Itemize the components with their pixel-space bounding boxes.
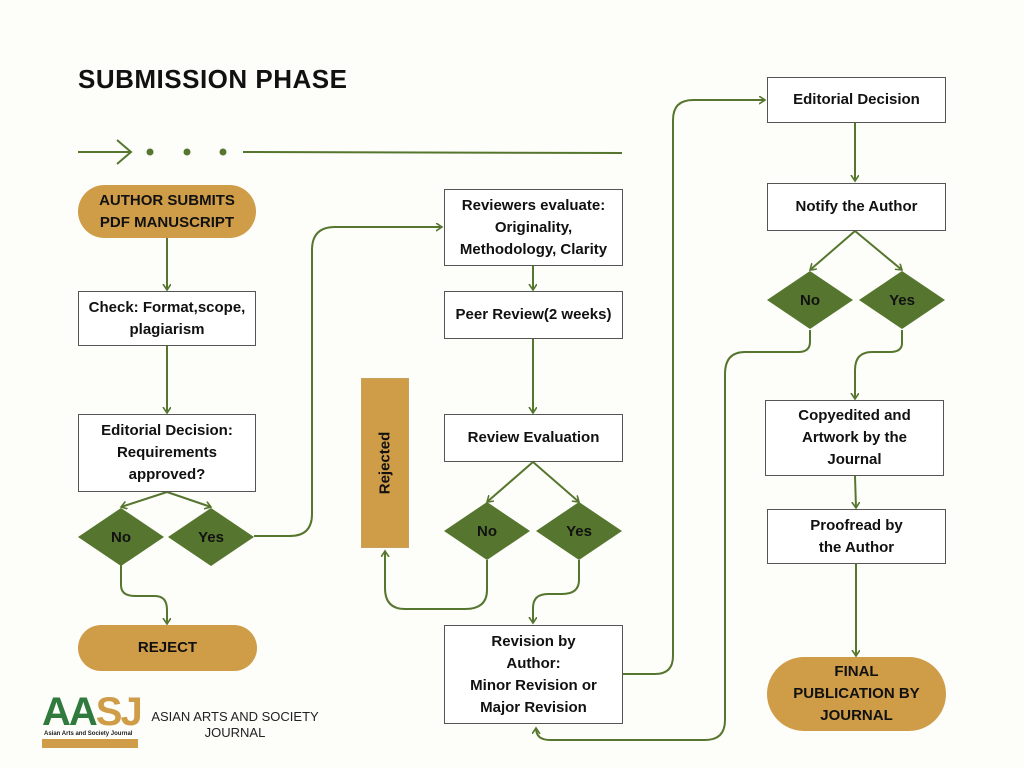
logo-letters-aa: AA xyxy=(42,690,98,734)
evaluation-no-label: No xyxy=(477,522,497,540)
peer-review-node: Peer Review(2 weeks) xyxy=(444,291,623,339)
journal-name: ASIAN ARTS AND SOCIETY JOURNAL xyxy=(151,709,319,740)
logo-subtitle: Asian Arts and Society Journal xyxy=(44,731,133,737)
header-dot xyxy=(219,148,227,156)
header-dot xyxy=(183,148,191,156)
rejected-node: Rejected xyxy=(361,378,409,548)
connector-notify-yes xyxy=(854,230,902,270)
rejected-label: Rejected xyxy=(376,431,394,495)
connector-evaluation-no xyxy=(487,461,534,502)
logo-letters-sj: SJ xyxy=(95,690,143,734)
revision-by-author-node: Revision by Author: Minor Revision or Ma… xyxy=(444,625,623,724)
logo-band xyxy=(42,739,138,748)
final-publication-node: FINAL PUBLICATION BY JOURNAL xyxy=(767,657,946,731)
decision-diamond-no-1 xyxy=(78,508,164,566)
connector-no-revision xyxy=(536,330,811,741)
reject-node: REJECT xyxy=(78,625,257,671)
reviewers-evaluate-node: Reviewers evaluate: Originality, Methodo… xyxy=(444,189,623,266)
evaluation-yes-label: Yes xyxy=(566,522,592,540)
connector-notify-no xyxy=(810,230,856,270)
journal-logo: AASJ Asian Arts and Society Journal xyxy=(42,690,143,750)
connector-yes-reviewers xyxy=(254,227,442,537)
page-title: SUBMISSION PHASE xyxy=(78,64,348,94)
connector-revision-editorial xyxy=(622,100,765,675)
decision-diamond-no-2 xyxy=(444,502,530,560)
decision-yes-label: Yes xyxy=(198,528,224,546)
header-rule xyxy=(242,151,623,154)
connector-yes-copyedited xyxy=(855,330,903,399)
review-evaluation-node: Review Evaluation xyxy=(444,414,623,462)
author-submits-node: AUTHOR SUBMITS PDF MANUSCRIPT xyxy=(78,185,256,238)
copyedited-node: Copyedited and Artwork by the Journal xyxy=(765,400,944,476)
decision-diamond-yes-3 xyxy=(859,271,945,329)
connector-decision-yes xyxy=(166,491,211,507)
notify-yes-label: Yes xyxy=(889,291,915,309)
connector-no-reject xyxy=(120,565,167,624)
editorial-decision-requirements-node: Editorial Decision: Requirements approve… xyxy=(78,414,256,492)
decision-no-label: No xyxy=(111,528,131,546)
notify-author-node: Notify the Author xyxy=(767,183,946,231)
header-arrow-head-icon xyxy=(116,139,133,165)
decision-diamond-yes-2 xyxy=(536,502,622,560)
decision-diamond-no-3 xyxy=(767,271,853,329)
notify-no-label: No xyxy=(800,291,820,309)
connector-decision-no xyxy=(121,491,168,507)
connector-no-rejected xyxy=(385,551,488,610)
decision-diamond-yes-1 xyxy=(168,508,254,566)
check-format-node: Check: Format,scope, plagiarism xyxy=(78,291,256,346)
header-dot xyxy=(146,148,154,156)
connector-copyedited-proofread xyxy=(855,475,856,508)
proofread-node: Proofread by the Author xyxy=(767,509,946,564)
editorial-decision-node: Editorial Decision xyxy=(767,77,946,123)
connector-yes-revision xyxy=(533,560,580,623)
connector-evaluation-yes xyxy=(532,461,579,502)
